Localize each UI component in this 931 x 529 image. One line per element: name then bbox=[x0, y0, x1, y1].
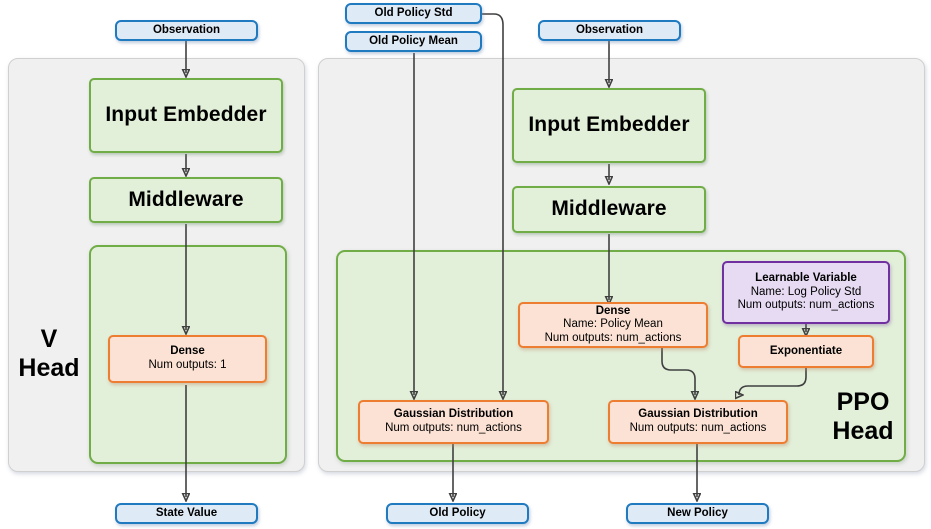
input-old-policy-std-label: Old Policy Std bbox=[374, 6, 453, 19]
ppo-head-middleware-label: Middleware bbox=[551, 197, 667, 221]
ppo-head-exponentiate[interactable]: Exponentiate bbox=[738, 335, 874, 368]
v-head-middleware[interactable]: Middleware bbox=[89, 177, 283, 223]
v-head-middleware-label: Middleware bbox=[128, 187, 244, 211]
input-observation-right[interactable]: Observation bbox=[538, 20, 681, 41]
ppo-head-dense-policy-mean[interactable]: Dense Name: Policy Mean Num outputs: num… bbox=[518, 302, 708, 348]
output-old-policy-label: Old Policy bbox=[429, 506, 486, 519]
input-observation-right-label: Observation bbox=[575, 23, 644, 36]
ppo-head-label: PPO Head bbox=[832, 388, 894, 445]
ppo-head-gaussian-old[interactable]: Gaussian Distribution Num outputs: num_a… bbox=[358, 400, 549, 444]
ppo-head-dense-num-outputs: Num outputs: num_actions bbox=[544, 331, 682, 344]
learnable-variable-title: Learnable Variable bbox=[755, 272, 857, 285]
ppo-head-dense-title: Dense bbox=[595, 304, 631, 317]
output-new-policy-label: New Policy bbox=[667, 506, 728, 519]
output-old-policy[interactable]: Old Policy bbox=[386, 503, 529, 524]
ppo-head-input-embedder[interactable]: Input Embedder bbox=[512, 88, 706, 163]
gaussian-old-num-outputs: Num outputs: num_actions bbox=[385, 422, 522, 434]
learnable-variable-name: Name: Log Policy Std bbox=[750, 285, 862, 298]
output-state-value-label: State Value bbox=[155, 506, 218, 519]
ppo-head-learnable-variable[interactable]: Learnable Variable Name: Log Policy Std … bbox=[722, 261, 890, 324]
ppo-head-input-embedder-label: Input Embedder bbox=[528, 113, 690, 137]
ppo-head-gaussian-new[interactable]: Gaussian Distribution Num outputs: num_a… bbox=[608, 400, 788, 444]
ppo-head-middleware[interactable]: Middleware bbox=[512, 186, 706, 233]
input-observation-left[interactable]: Observation bbox=[115, 20, 258, 41]
ppo-head-dense-name: Name: Policy Mean bbox=[563, 318, 663, 331]
v-head-dense-num-outputs: Num outputs: 1 bbox=[148, 359, 227, 371]
v-head-dense[interactable]: Dense Num outputs: 1 bbox=[108, 335, 267, 383]
input-old-policy-mean-label: Old Policy Mean bbox=[369, 34, 458, 47]
gaussian-old-title: Gaussian Distribution bbox=[393, 408, 514, 421]
v-head-input-embedder[interactable]: Input Embedder bbox=[89, 78, 283, 153]
v-head-dense-title: Dense bbox=[170, 345, 205, 358]
learnable-variable-num-outputs: Num outputs: num_actions bbox=[737, 299, 875, 312]
output-new-policy[interactable]: New Policy bbox=[626, 503, 769, 524]
input-old-policy-mean[interactable]: Old Policy Mean bbox=[345, 31, 482, 52]
input-old-policy-std[interactable]: Old Policy Std bbox=[345, 3, 482, 24]
v-head-input-embedder-label: Input Embedder bbox=[105, 103, 267, 127]
input-observation-left-label: Observation bbox=[152, 23, 221, 36]
gaussian-new-num-outputs: Num outputs: num_actions bbox=[629, 422, 767, 434]
output-state-value[interactable]: State Value bbox=[115, 503, 258, 524]
v-head-label: V Head bbox=[18, 325, 80, 382]
exponentiate-title: Exponentiate bbox=[769, 344, 843, 357]
gaussian-new-title: Gaussian Distribution bbox=[638, 408, 758, 421]
